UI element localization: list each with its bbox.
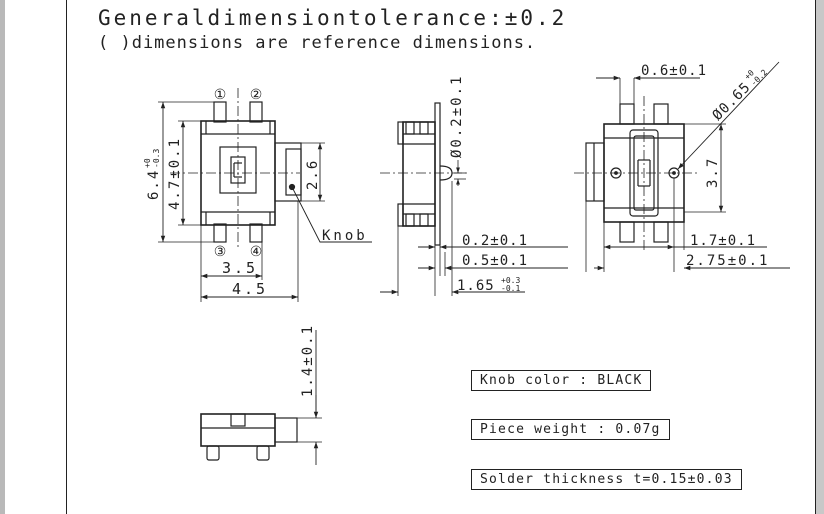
solder-thickness-box: Solder thickness t=0.15±0.03 (471, 469, 742, 490)
pin3-label: ③ (214, 244, 227, 260)
dim-1-65-tol-up: +0.3 (501, 276, 520, 285)
dim-3-5: 3.5 (222, 259, 258, 277)
dim-6-4-tol-up: +0 (143, 158, 152, 168)
side-view (380, 102, 568, 296)
pin3-bottom (213, 223, 227, 243)
front-view-labels: ① ② ③ ④ 6.4 +0 -0.3 4.7±0.1 2.6 3.5 4.5 … (143, 87, 368, 298)
side-body (402, 121, 436, 227)
front-view (158, 88, 372, 302)
pin1-label: ① (214, 87, 227, 103)
reference-note: ( )dimensions are reference dimensions. (98, 33, 537, 53)
dim-2-6: 2.6 (305, 159, 321, 190)
side-plate (434, 102, 441, 246)
window-left-edge (0, 0, 5, 514)
dim-0-5: 0.5±0.1 (462, 253, 528, 269)
dim-hole: Ø0.65 (710, 79, 755, 124)
drawing-sheet (66, 0, 816, 514)
tolerance-note: Generaldimensiontolerance:±0.2 (98, 6, 568, 30)
bottom-view (200, 330, 322, 465)
bottom-body (200, 413, 276, 447)
dim-1-65: 1.65 (457, 278, 495, 294)
pin4-label: ④ (250, 244, 263, 260)
right-knob (585, 142, 605, 202)
knob-label: Knob (322, 228, 368, 244)
dim-3-7: 3.7 (705, 157, 721, 188)
dim-knob-dia: Ø0.2±0.1 (449, 75, 465, 158)
knob-color-box: Knob color : BLACK (471, 370, 652, 391)
front-knob (274, 142, 302, 202)
dim-1-4: 1.4±0.1 (300, 324, 316, 397)
side-view-labels: Ø0.2±0.1 0.2±0.1 0.5±0.1 1.65 +0.3 -0.1 (449, 75, 528, 294)
dim-1-65-tol-down: -0.1 (501, 284, 520, 293)
pin4-bottom (249, 223, 263, 243)
dim-hole-tol-down: -0.2 (749, 68, 769, 88)
dim-2-75: 2.75±0.1 (686, 253, 769, 269)
right-view (574, 61, 790, 272)
dim-6-4: 6.4 (146, 169, 162, 200)
window-right-edge (816, 0, 824, 514)
dim-4-5: 4.5 (232, 280, 268, 298)
dim-4-7: 4.7±0.1 (167, 137, 183, 210)
pin2-label: ② (250, 87, 263, 103)
dim-6-4-tol-down: -0.3 (152, 149, 161, 168)
piece-weight-box: Piece weight : 0.07g (471, 419, 670, 440)
pin2-top (249, 101, 263, 123)
dim-0-6: 0.6±0.1 (641, 63, 707, 79)
dim-0-2: 0.2±0.1 (462, 233, 528, 249)
bottom-view-labels: 1.4±0.1 (300, 324, 316, 397)
dim-1-7: 1.7±0.1 (690, 233, 756, 249)
right-view-labels: 0.6±0.1 Ø0.65 +0 -0.2 3.7 1.7±0.1 2.75±0… (641, 63, 769, 269)
pin1-top (213, 101, 227, 123)
